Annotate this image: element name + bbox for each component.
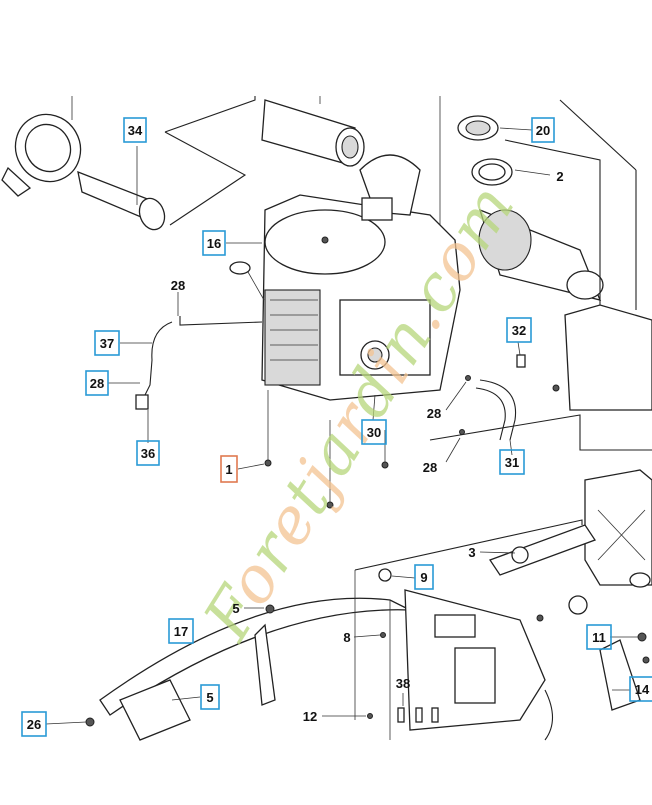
callout-11-label: 11 bbox=[592, 630, 606, 645]
callout-5-mid: 5 bbox=[232, 601, 239, 616]
callout-28-top: 28 bbox=[171, 278, 185, 293]
callout-28-low-label: 28 bbox=[423, 460, 437, 475]
callout-3-label: 3 bbox=[468, 545, 475, 560]
callout-11: 11 bbox=[586, 624, 612, 650]
callout-38: 38 bbox=[396, 676, 410, 691]
right-hose-panel bbox=[429, 304, 652, 451]
air-filter-assembly bbox=[457, 99, 637, 310]
callout-28-left: 28 bbox=[85, 370, 109, 396]
callout-8: 8 bbox=[343, 630, 350, 645]
engine-block bbox=[229, 154, 461, 509]
callout-31: 31 bbox=[499, 449, 525, 475]
callout-37: 37 bbox=[94, 330, 120, 356]
callout-32: 32 bbox=[506, 317, 532, 343]
callout-5-low-label: 5 bbox=[206, 690, 213, 705]
intake-tube-assembly bbox=[1, 96, 256, 231]
watermark: Foretjardin.com bbox=[190, 172, 529, 653]
callout-1-label: 1 bbox=[225, 462, 232, 477]
callout-34-label: 34 bbox=[128, 123, 143, 138]
callout-28-mid-label: 28 bbox=[427, 406, 441, 421]
callout-36-label: 36 bbox=[141, 446, 155, 461]
callout-30-label: 30 bbox=[367, 425, 381, 440]
callout-9: 9 bbox=[414, 564, 434, 590]
callout-2-label: 2 bbox=[556, 169, 563, 184]
callout-28-mid: 28 bbox=[427, 406, 441, 421]
callout-36: 36 bbox=[136, 440, 160, 466]
callout-32-label: 32 bbox=[512, 323, 526, 338]
callout-12: 12 bbox=[303, 709, 317, 724]
fuel-line bbox=[135, 316, 263, 430]
callout-5-low: 5 bbox=[200, 684, 220, 710]
lower-right-cover bbox=[489, 469, 652, 615]
callout-14-label: 14 bbox=[635, 682, 650, 697]
callout-20: 20 bbox=[531, 117, 555, 143]
callout-2: 2 bbox=[556, 169, 563, 184]
watermark-text: Foretjardin.com bbox=[190, 172, 529, 653]
callout-1: 1 bbox=[220, 455, 238, 483]
callout-26-label: 26 bbox=[27, 717, 41, 732]
callout-30: 30 bbox=[361, 419, 387, 445]
callout-28-left-label: 28 bbox=[90, 376, 104, 391]
callout-9-label: 9 bbox=[420, 570, 427, 585]
callout-17: 17 bbox=[168, 618, 194, 644]
leader-lines bbox=[45, 127, 638, 725]
callout-5-mid-label: 5 bbox=[232, 601, 239, 616]
callout-26: 26 bbox=[21, 711, 47, 737]
callout-38-label: 38 bbox=[396, 676, 410, 691]
callout-34: 34 bbox=[123, 117, 147, 143]
callout-17-label: 17 bbox=[174, 624, 188, 639]
callout-16: 16 bbox=[202, 230, 226, 256]
callout-28-top-label: 28 bbox=[171, 278, 185, 293]
callout-37-label: 37 bbox=[100, 336, 114, 351]
frame-chassis bbox=[85, 519, 650, 741]
callout-28-low: 28 bbox=[423, 460, 437, 475]
callout-31-label: 31 bbox=[505, 455, 519, 470]
callout-20-label: 20 bbox=[536, 123, 550, 138]
callout-8-label: 8 bbox=[343, 630, 350, 645]
callout-14: 14 bbox=[629, 676, 652, 702]
upper-tube bbox=[261, 96, 441, 240]
callout-16-label: 16 bbox=[207, 236, 221, 251]
callout-12-label: 12 bbox=[303, 709, 317, 724]
callout-3: 3 bbox=[468, 545, 475, 560]
